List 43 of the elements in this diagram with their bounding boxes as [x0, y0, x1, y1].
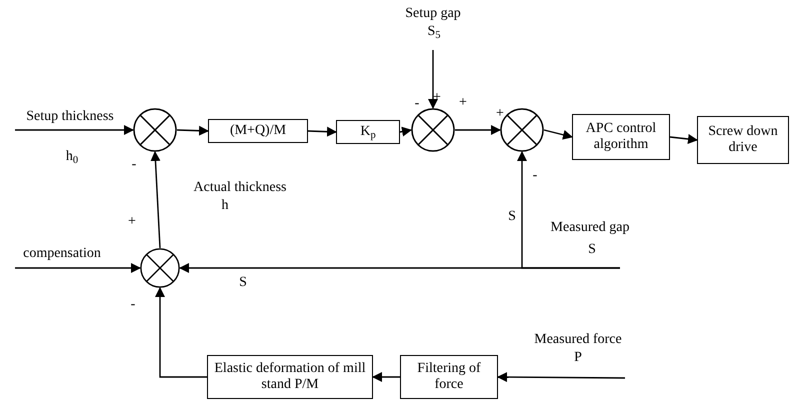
signal-label: + [128, 215, 136, 229]
signal-label: h$_{0}$ [66, 150, 78, 164]
signal-label: S$_{5}$ [427, 25, 441, 39]
signal-label: Actual thickness [194, 181, 286, 195]
arrow [176, 126, 209, 136]
signal-label: h [222, 199, 228, 213]
process-box: Screw down drive [697, 116, 789, 164]
arrow [150, 151, 161, 248]
signal-label: Measured force [534, 333, 622, 347]
process-box: K$_{p}$ [336, 120, 400, 144]
signal-label: Measured gap [550, 221, 630, 235]
arrow [428, 50, 438, 109]
summing-junction [411, 108, 455, 152]
signal-label: - [130, 298, 136, 312]
arrow [15, 125, 134, 135]
arrow [670, 134, 698, 144]
signal-label: Setup gap [405, 7, 461, 21]
signal-label: P [574, 351, 582, 365]
arrow [372, 372, 400, 382]
process-box: Elastic deformation of mill stand P/M [207, 355, 373, 399]
signal-label: - [532, 169, 538, 183]
signal-label: compensation [23, 247, 101, 261]
arrow [455, 125, 501, 135]
signal-label: + [496, 107, 504, 121]
signal-label: - [132, 158, 136, 172]
arrow [15, 263, 141, 273]
signal-label: S [588, 243, 596, 257]
arrow [179, 263, 620, 273]
arrow [544, 129, 573, 140]
summing-junction [140, 248, 180, 288]
process-box: APC control algorithm [572, 114, 670, 160]
signal-label: + [459, 96, 467, 110]
process-box: Filtering of force [400, 355, 498, 399]
arrow [155, 287, 207, 378]
arrow [497, 372, 625, 382]
summing-junction [133, 108, 177, 152]
signal-label: - [414, 97, 420, 111]
signal-label: S [508, 210, 516, 224]
arrow [400, 126, 412, 137]
signal-label: S [239, 276, 247, 290]
signal-label: Setup thickness [26, 110, 114, 124]
arrow [308, 126, 337, 137]
process-box: (M+Q)/M [208, 119, 308, 143]
